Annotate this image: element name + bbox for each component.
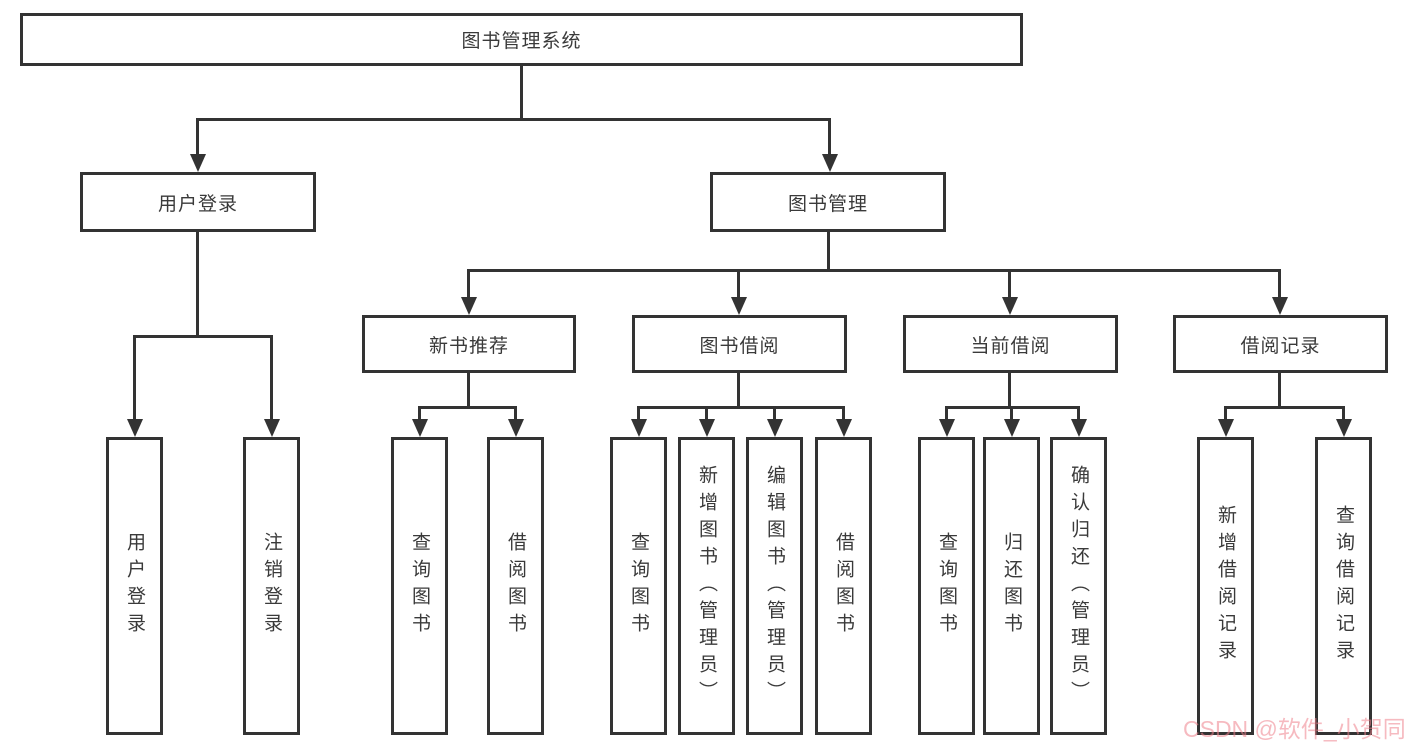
- node-borrowing-records: 借阅记录: [1173, 315, 1388, 373]
- connector-line: [1342, 406, 1345, 422]
- leaf-borrow-books: 借阅图书: [815, 437, 872, 735]
- connector-line: [467, 269, 470, 300]
- connector-line: [1008, 373, 1011, 406]
- connector-line: [773, 406, 776, 422]
- node-current-borrowing: 当前借阅: [903, 315, 1118, 373]
- leaf-return-books: 归还图书: [983, 437, 1040, 735]
- leaf-confirm-return-admin: 确认归还（管理员）: [1050, 437, 1107, 735]
- connector-line: [1010, 406, 1013, 422]
- leaf-label: 新增借阅记录: [1215, 505, 1236, 667]
- arrowhead-down-icon: [631, 419, 647, 437]
- connector-line: [737, 373, 740, 406]
- leaf-label: 用户登录: [124, 532, 145, 640]
- arrowhead-down-icon: [1002, 297, 1018, 315]
- node-label: 新书推荐: [428, 335, 509, 357]
- connector-line: [637, 406, 640, 422]
- leaf-query-books-borrowing: 查询图书: [610, 437, 667, 735]
- node-new-book-recommend: 新书推荐: [362, 315, 576, 373]
- leaf-label: 注销登录: [261, 532, 282, 640]
- leaf-logout: 注销登录: [243, 437, 300, 735]
- connector-line: [637, 406, 845, 409]
- connector-line: [133, 335, 136, 421]
- connector-line: [196, 118, 199, 156]
- leaf-label: 新增图书（管理员）: [696, 464, 717, 708]
- node-label: 借阅记录: [1240, 335, 1321, 357]
- leaf-label: 借阅图书: [833, 532, 854, 640]
- connector-line: [514, 406, 517, 422]
- arrowhead-down-icon: [1218, 419, 1234, 437]
- connector-line: [828, 118, 831, 156]
- node-label: 当前借阅: [970, 335, 1051, 357]
- node-label: 图书管理系统: [461, 31, 582, 52]
- arrowhead-down-icon: [412, 419, 428, 437]
- arrowhead-down-icon: [1272, 297, 1288, 315]
- leaf-label: 编辑图书（管理员）: [764, 464, 785, 708]
- leaf-user-login: 用户登录: [106, 437, 163, 735]
- arrowhead-down-icon: [836, 419, 852, 437]
- node-book-borrowing: 图书借阅: [632, 315, 847, 373]
- arrowhead-down-icon: [767, 419, 783, 437]
- leaf-add-borrow-record: 新增借阅记录: [1197, 437, 1254, 735]
- leaf-query-books-recommend: 查询图书: [391, 437, 448, 735]
- arrowhead-down-icon: [508, 419, 524, 437]
- node-label: 图书借阅: [699, 335, 780, 357]
- arrowhead-down-icon: [699, 419, 715, 437]
- connector-line: [1224, 406, 1345, 409]
- connector-line: [1278, 269, 1281, 300]
- leaf-label: 查询图书: [936, 532, 957, 640]
- arrowhead-down-icon: [461, 297, 477, 315]
- csdn-watermark: CSDN @软件_小贺同学: [1183, 716, 1405, 742]
- leaf-add-books-admin: 新增图书（管理员）: [678, 437, 735, 735]
- arrowhead-down-icon: [1071, 419, 1087, 437]
- connector-line: [467, 373, 470, 406]
- connector-line: [1224, 406, 1227, 422]
- connector-line: [737, 269, 740, 300]
- arrowhead-down-icon: [939, 419, 955, 437]
- leaf-query-borrow-record: 查询借阅记录: [1315, 437, 1372, 735]
- leaf-query-books-current: 查询图书: [918, 437, 975, 735]
- connector-line: [520, 66, 523, 118]
- node-label: 用户登录: [157, 193, 238, 215]
- arrowhead-down-icon: [1336, 419, 1352, 437]
- connector-line: [1008, 269, 1011, 300]
- connector-line: [827, 232, 830, 269]
- connector-line: [418, 406, 421, 422]
- node-user-login: 用户登录: [80, 172, 316, 232]
- leaf-edit-books-admin: 编辑图书（管理员）: [746, 437, 803, 735]
- arrowhead-down-icon: [264, 419, 280, 437]
- connector-line: [270, 335, 273, 421]
- connector-line: [196, 232, 199, 335]
- arrowhead-down-icon: [190, 154, 206, 172]
- connector-line: [1077, 406, 1080, 422]
- connector-line: [842, 406, 845, 422]
- node-label: 图书管理: [787, 193, 868, 215]
- connector-line: [133, 335, 273, 338]
- connector-line: [196, 118, 831, 121]
- connector-line: [467, 269, 1281, 272]
- node-library-system: 图书管理系统: [20, 13, 1023, 66]
- leaf-label: 查询图书: [628, 532, 649, 640]
- leaf-label: 归还图书: [1001, 532, 1022, 640]
- leaf-label: 确认归还（管理员）: [1068, 464, 1089, 708]
- connector-line: [705, 406, 708, 422]
- connector-line: [418, 406, 517, 409]
- connector-line: [945, 406, 948, 422]
- leaf-label: 借阅图书: [505, 532, 526, 640]
- arrowhead-down-icon: [127, 419, 143, 437]
- leaf-borrow-books-recommend: 借阅图书: [487, 437, 544, 735]
- arrowhead-down-icon: [822, 154, 838, 172]
- arrowhead-down-icon: [731, 297, 747, 315]
- leaf-label: 查询借阅记录: [1333, 505, 1354, 667]
- leaf-label: 查询图书: [409, 532, 430, 640]
- arrowhead-down-icon: [1004, 419, 1020, 437]
- node-book-management: 图书管理: [710, 172, 946, 232]
- connector-line: [1278, 373, 1281, 406]
